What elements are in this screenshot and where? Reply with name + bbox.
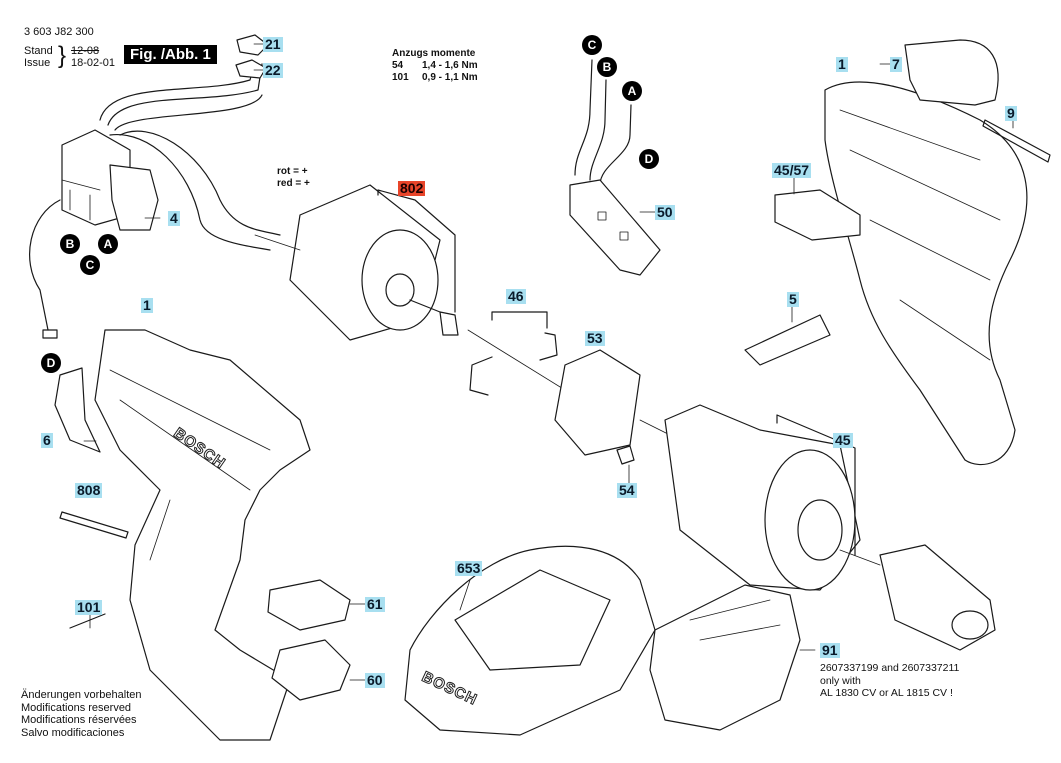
part-number: 3 603 J82 300 xyxy=(24,26,94,38)
connector-d-marker: D xyxy=(41,353,61,373)
battery-pack xyxy=(649,584,801,731)
brace: } xyxy=(58,42,67,69)
notice-fr: Modifications réservées xyxy=(21,714,137,726)
connector-c-marker-pcb: C xyxy=(582,35,602,55)
part-6-shape xyxy=(54,367,101,453)
notice-de: Änderungen vorbehalten xyxy=(21,689,142,701)
callout-50[interactable]: 50 xyxy=(655,204,675,220)
callout-61[interactable]: 61 xyxy=(365,596,385,612)
callout-101[interactable]: 101 xyxy=(75,599,103,615)
part-61-shape xyxy=(267,579,351,631)
callout-4[interactable]: 4 xyxy=(168,210,180,226)
callout-5[interactable]: 5 xyxy=(787,291,799,307)
trigger-switch xyxy=(61,129,159,231)
screw-54 xyxy=(616,445,635,465)
leader-lines xyxy=(83,43,1014,681)
connector-plug xyxy=(42,329,58,339)
part-5-shape xyxy=(744,314,831,366)
connector-c-marker: C xyxy=(80,255,100,275)
callout-6[interactable]: 6 xyxy=(41,432,53,448)
callout-7[interactable]: 7 xyxy=(890,56,902,72)
motor xyxy=(289,184,459,341)
wire-note: rot = + red = + xyxy=(277,166,310,189)
callout-54[interactable]: 54 xyxy=(617,482,637,498)
gearbox xyxy=(664,404,881,591)
pcb xyxy=(569,59,661,276)
callout-1-left[interactable]: 1 xyxy=(141,297,153,313)
modifications-notice: Änderungen vorbehalten Modifications res… xyxy=(21,689,141,739)
callout-60[interactable]: 60 xyxy=(365,672,385,688)
issue-label: Issue xyxy=(24,57,51,69)
notice-en: Modifications reserved xyxy=(21,701,132,714)
callout-808[interactable]: 808 xyxy=(75,482,103,498)
connector-a-marker: A xyxy=(98,234,118,254)
wire-harness xyxy=(29,61,281,331)
figure-label: Fig. /Abb. 1 xyxy=(124,45,217,64)
connector-d-marker-pcb: D xyxy=(639,149,659,169)
housing-left xyxy=(94,329,311,741)
part-45-57-shape xyxy=(774,189,861,241)
housing-right-shell xyxy=(824,81,1028,466)
callout-22[interactable]: 22 xyxy=(263,62,283,78)
chuck xyxy=(879,544,996,651)
battery-note: 2607337199 and 2607337211 only with AL 1… xyxy=(820,662,960,699)
part-9-shape xyxy=(982,119,1051,163)
callout-91[interactable]: 91 xyxy=(820,642,840,658)
part-60-shape xyxy=(271,639,351,701)
callout-21[interactable]: 21 xyxy=(263,36,283,52)
callout-46[interactable]: 46 xyxy=(506,288,526,304)
callout-9[interactable]: 9 xyxy=(1005,105,1017,121)
callout-802[interactable]: 802 xyxy=(398,180,426,196)
screw-101 xyxy=(69,613,106,629)
issue-value: 18-02-01 xyxy=(71,57,116,69)
connector-b-marker: B xyxy=(60,234,80,254)
callout-45[interactable]: 45 xyxy=(833,432,853,448)
torque-title: Anzugs momente xyxy=(392,48,476,59)
part-808-shape xyxy=(59,511,129,539)
part-53-shape xyxy=(554,349,641,456)
notice-es: Salvo modificaciones xyxy=(21,726,125,739)
clips-46 xyxy=(469,311,558,396)
part-7-shape xyxy=(904,39,999,106)
connector-b-marker-pcb: B xyxy=(597,57,617,77)
connector-a-marker-pcb: A xyxy=(622,81,642,101)
callout-653[interactable]: 653 xyxy=(455,560,483,576)
wire-lead xyxy=(254,234,301,251)
callout-45-57[interactable]: 45/57 xyxy=(772,162,812,178)
callout-53[interactable]: 53 xyxy=(585,330,605,346)
callout-1-right[interactable]: 1 xyxy=(836,56,848,72)
charger xyxy=(404,545,656,736)
stand-value: 12-08 xyxy=(71,45,100,57)
part-22-shape xyxy=(235,59,267,79)
axis-line xyxy=(467,329,566,391)
stand-label: Stand xyxy=(24,45,53,57)
